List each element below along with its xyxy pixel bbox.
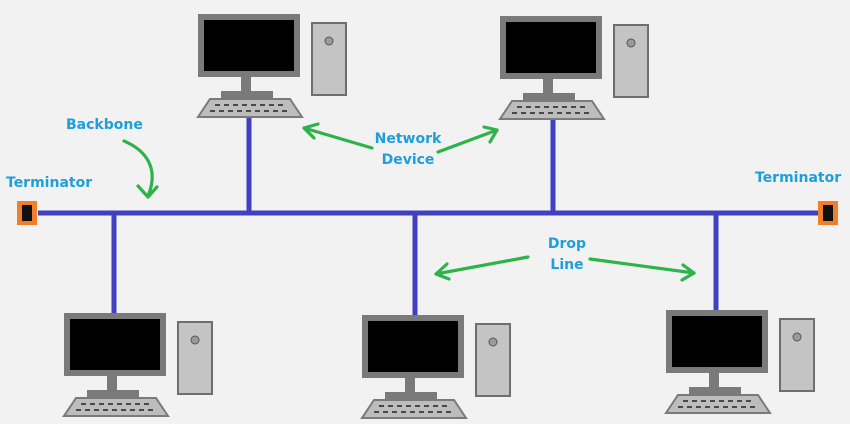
backbone-label: Backbone [66, 117, 143, 133]
network-device-label-line1: Network [374, 131, 442, 147]
drop-line-arrow-right [588, 257, 696, 282]
drop-line-label: Drop Line [532, 234, 602, 276]
desktop-computer-icon [499, 15, 649, 120]
terminator-icon [17, 201, 37, 225]
backbone-arrow [122, 139, 159, 199]
network-device-label: Network Device [358, 129, 458, 171]
desktop-computer-icon [665, 309, 815, 414]
drop-line-arrow-left [434, 255, 530, 281]
terminator-label-right: Terminator [755, 170, 842, 186]
desktop-computer-icon [197, 13, 347, 118]
drop-line-label-line2: Line [550, 257, 584, 273]
network-device-arrow-left [302, 122, 374, 150]
terminator-label-left: Terminator [6, 175, 93, 191]
desktop-computer-icon [63, 312, 213, 417]
drop-line-label-line1: Drop [547, 236, 587, 252]
network-device-label-line2: Device [381, 152, 435, 168]
terminator-icon [818, 201, 838, 225]
network-device-arrow-right [436, 125, 499, 154]
desktop-computer-icon [361, 314, 511, 419]
